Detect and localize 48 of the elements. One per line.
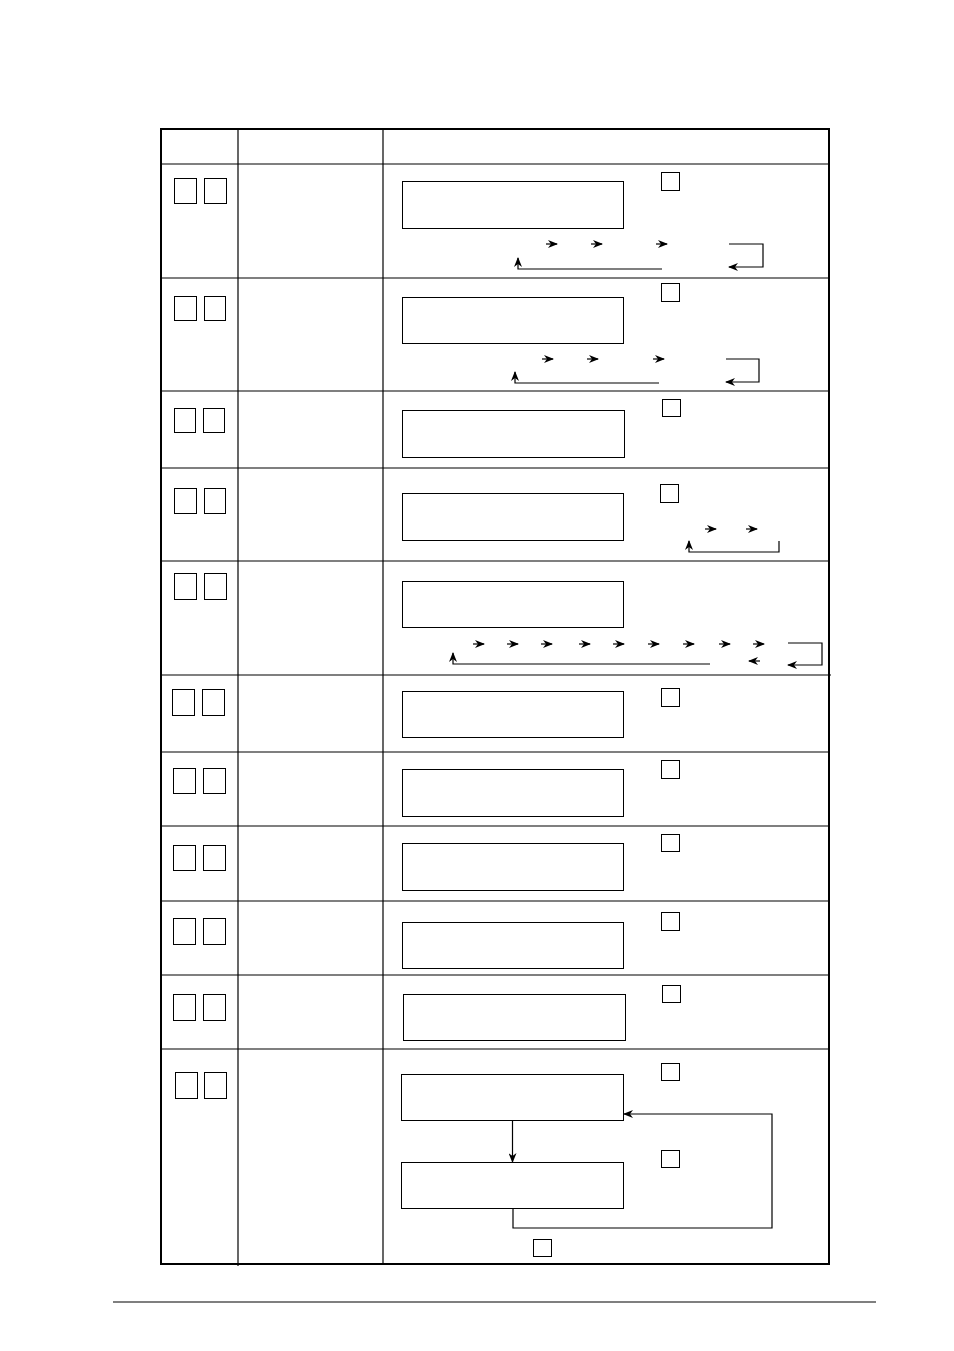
key-box: [173, 768, 196, 794]
key-box: [204, 178, 227, 204]
key-box: [203, 918, 226, 945]
key-box: [173, 845, 196, 871]
display-panel: [402, 691, 624, 738]
key-box: [173, 994, 196, 1021]
key-box: [661, 760, 680, 779]
arrow: [508, 1120, 517, 1163]
key-box: [204, 296, 226, 321]
key-box: [172, 689, 195, 716]
display-panel: [403, 994, 626, 1041]
key-box: [533, 1239, 552, 1257]
key-box: [174, 488, 197, 514]
key-box: [173, 918, 196, 945]
key-box: [661, 834, 680, 852]
key-box: [203, 408, 225, 433]
key-box: [204, 488, 226, 514]
key-box: [661, 283, 680, 302]
key-box: [174, 178, 197, 204]
display-panel: [402, 581, 624, 628]
key-box: [660, 484, 679, 503]
key-box: [662, 399, 681, 417]
key-box: [204, 1072, 227, 1099]
key-box: [203, 994, 226, 1021]
key-box: [203, 768, 226, 794]
key-box: [661, 172, 680, 191]
key-box: [175, 1072, 198, 1099]
display-panel: [402, 297, 624, 344]
display-panel: [402, 493, 624, 541]
display-panel: [402, 181, 624, 229]
key-box: [662, 985, 681, 1003]
key-box: [661, 688, 680, 707]
display-panel: [402, 769, 624, 817]
key-box: [204, 573, 227, 600]
key-box: [174, 408, 196, 433]
key-box: [174, 573, 197, 600]
key-box: [203, 845, 226, 871]
key-box: [661, 912, 680, 931]
key-box: [661, 1063, 680, 1081]
display-panel: [402, 843, 624, 891]
key-box: [174, 296, 197, 321]
display-panel: [402, 410, 625, 458]
key-box: [661, 1150, 680, 1168]
display-panel: [401, 1074, 624, 1121]
arrow: [512, 1110, 773, 1229]
display-panel: [401, 1162, 624, 1209]
key-box: [202, 689, 225, 716]
display-panel: [402, 922, 624, 969]
